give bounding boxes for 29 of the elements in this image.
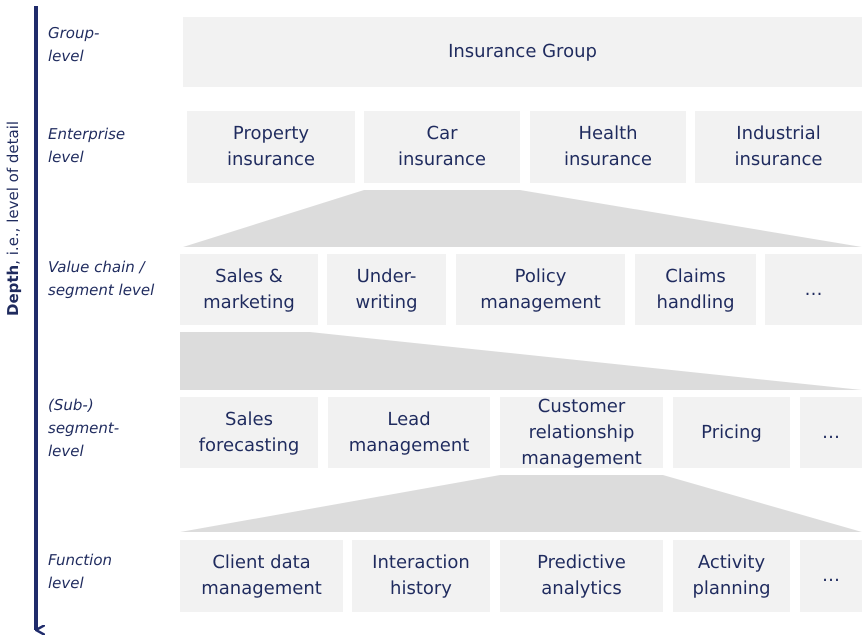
- category-box: …: [800, 540, 862, 612]
- expansion-wedge: [180, 332, 862, 390]
- category-box: Insurance Group: [183, 17, 862, 87]
- category-box: Under-writing: [327, 254, 446, 325]
- level-label: (Sub-) segment-level: [48, 395, 118, 462]
- category-box: Claims handling: [635, 254, 756, 325]
- axis-label: Depth, i.e., level of detail: [3, 120, 23, 316]
- level-label: Group-level: [48, 23, 100, 67]
- category-box: Activity planning: [673, 540, 790, 612]
- category-box: Pricing: [673, 397, 790, 468]
- category-box: Health insurance: [530, 111, 686, 183]
- category-box: Customer relationship management: [500, 397, 663, 468]
- category-box: Property insurance: [187, 111, 355, 183]
- category-box: Sales & marketing: [180, 254, 318, 325]
- level-label: Function level: [48, 550, 114, 594]
- category-box: …: [800, 397, 862, 468]
- category-box: Policy management: [456, 254, 625, 325]
- level-label: Value chain / segment level: [48, 257, 156, 301]
- category-box: Client data management: [180, 540, 343, 612]
- category-box: Car insurance: [364, 111, 520, 183]
- level-label: Enterprise level: [48, 124, 126, 168]
- category-box: Industrial insurance: [695, 111, 862, 183]
- category-box: Lead management: [328, 397, 490, 468]
- category-box: Interaction history: [352, 540, 490, 612]
- category-box: …: [765, 254, 862, 325]
- expansion-wedge: [180, 475, 862, 532]
- category-box: Sales forecasting: [180, 397, 318, 468]
- expansion-wedge: [183, 190, 862, 247]
- category-box: Predictive analytics: [500, 540, 663, 612]
